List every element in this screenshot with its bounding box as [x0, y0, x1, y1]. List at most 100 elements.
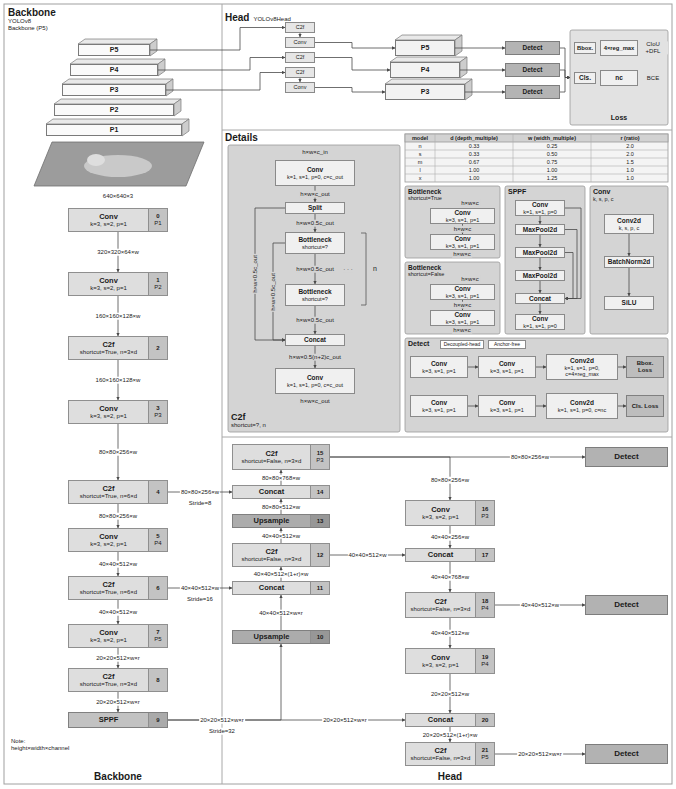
layer-name: Detect	[523, 66, 543, 73]
block-side-face	[460, 57, 467, 78]
layer-name: Conv	[431, 360, 447, 367]
layer-params: k, s, p, c	[619, 225, 639, 231]
dimension-label: 40×40×512×w	[261, 532, 301, 539]
layer-params: k=1, s=1, p=0, c=c_out	[287, 382, 343, 388]
layer-name: Split	[308, 204, 322, 211]
layer-name: Conv	[431, 399, 447, 406]
dimension-label: 40×40×512×w	[98, 609, 138, 616]
block-3d-face	[70, 59, 165, 76]
layer-params: k=3, s=1, p=1	[446, 217, 479, 223]
section-subtitle: shortcut=False	[408, 271, 444, 277]
table-header-row	[405, 134, 668, 142]
level-tag: P3	[154, 412, 161, 419]
layer-name: P3	[421, 88, 430, 96]
panel-outline	[505, 186, 585, 334]
layer-index: 18	[482, 598, 489, 605]
layer-name: Conv	[99, 629, 118, 637]
connector	[315, 43, 395, 49]
layer-name: BatchNorm2d	[608, 258, 651, 265]
connector	[450, 727, 451, 742]
layer-name: Conv	[431, 654, 450, 662]
connector	[536, 367, 546, 368]
layer-box: C2fshortcut=False, n=3×d15P3	[232, 444, 330, 470]
layer-box: BatchNorm2d	[604, 256, 654, 268]
detail-panel: Bbox.4×reg_maxCls.ncLoss	[570, 30, 668, 125]
level-tag: P3	[481, 513, 488, 520]
block-faces	[46, 35, 472, 136]
table-cell: s	[418, 151, 423, 157]
table-cell: r (ratio)	[619, 135, 640, 141]
layer-name: Decoupled-head	[444, 342, 481, 348]
connector	[315, 346, 316, 368]
layer-index: 2	[156, 345, 159, 352]
layer-name: Conv2d	[570, 399, 594, 406]
table-cell: 0.67	[468, 159, 481, 165]
layer-index: 6	[156, 585, 159, 592]
table-cell: 1.00	[468, 167, 481, 173]
layer-name: C2f	[102, 341, 114, 349]
dimension-label: 40×40×512×w×r	[258, 609, 304, 616]
panel-outline	[590, 186, 668, 334]
block-side-face	[174, 99, 181, 116]
layer-box: MaxPool2d	[515, 270, 565, 281]
dimension-label: h×w×0.5c_out	[270, 272, 277, 312]
layer-params: k=3, s=2, p=1	[90, 413, 127, 420]
layer-index: 17	[482, 552, 489, 559]
layer-params: shortcut=False, n=3×d	[411, 606, 471, 613]
annotation-label: 640×640×3	[102, 193, 134, 200]
dimension-label: 20×20×512×w	[430, 690, 470, 697]
section-title: Backbone	[8, 7, 52, 18]
connector	[618, 367, 626, 368]
layer-name: C2f	[434, 598, 446, 606]
layer-index: 11	[317, 585, 323, 592]
table-cell: 1.25	[546, 175, 559, 181]
layer-name: Bottleneck	[298, 236, 331, 243]
connector	[495, 754, 585, 755]
table-cell: l	[418, 167, 421, 173]
connector	[540, 258, 541, 270]
connector	[315, 58, 390, 71]
layer-name: Conv	[307, 166, 323, 173]
block-3d-face	[46, 119, 189, 136]
detail-panel: Conv k=1, s=1, p=0, c=c_out SplitBottlenec…	[228, 145, 400, 432]
layer-name: Upsample	[254, 633, 290, 641]
connector	[281, 567, 282, 581]
block-side-face	[150, 39, 157, 56]
block-3d-face	[62, 79, 173, 96]
section-subtitle: shortcut=?, n	[231, 422, 266, 429]
layer-box: Conv2dk=1, s=1, p=0, c=nc	[546, 393, 618, 419]
layer-box: Conv2dk, s, p, c	[604, 214, 654, 234]
annotation-label: h×w×c	[452, 327, 472, 334]
annotation-label: n	[372, 265, 378, 273]
layer-box: Split	[285, 202, 345, 214]
block-side-face	[182, 119, 189, 136]
level-tag: P2	[154, 284, 161, 291]
connector	[168, 588, 232, 589]
layer-index: 8	[156, 677, 159, 684]
layer-box: Convk=3, s=2, p=15P4	[68, 528, 168, 552]
layer-box: Convk=3, s=2, p=116P3	[405, 500, 495, 526]
connector	[118, 692, 119, 712]
layer-name: MaxPool2d	[523, 272, 557, 279]
layer-name: nc	[615, 74, 623, 81]
layer-name: SPPF	[99, 716, 119, 724]
detail-panel: Convk=3, s=1, p=1Convk=3, s=1, p=1Bottle…	[405, 262, 500, 334]
connector	[315, 186, 316, 202]
feature-level: P5	[78, 44, 150, 56]
layer-params: k=1, s=1, p=0, c=4×reg_max	[549, 365, 615, 377]
block-side-face	[166, 79, 173, 96]
level-tag: P5	[481, 754, 488, 761]
layer-box: Convk=3, s=1, p=1	[410, 395, 468, 417]
dimension-label: 20×20×512×w×r	[95, 699, 141, 706]
table-cell: 0.50	[546, 151, 559, 157]
layer-params: k=3, s=2, p=1	[90, 285, 127, 292]
dimension-label: 80×80×256×w	[510, 454, 550, 461]
layer-params: k=1, s=1, p=0	[523, 323, 556, 329]
feature-level: P3	[62, 84, 166, 96]
layer-name: Conv	[99, 533, 118, 541]
panel-outline	[228, 145, 400, 432]
dimension-label: 40×40×512×w	[520, 602, 560, 609]
feature-map: P4	[390, 62, 460, 78]
layer-params: k=3, s=2, p=1	[90, 541, 127, 548]
connector	[315, 214, 316, 232]
